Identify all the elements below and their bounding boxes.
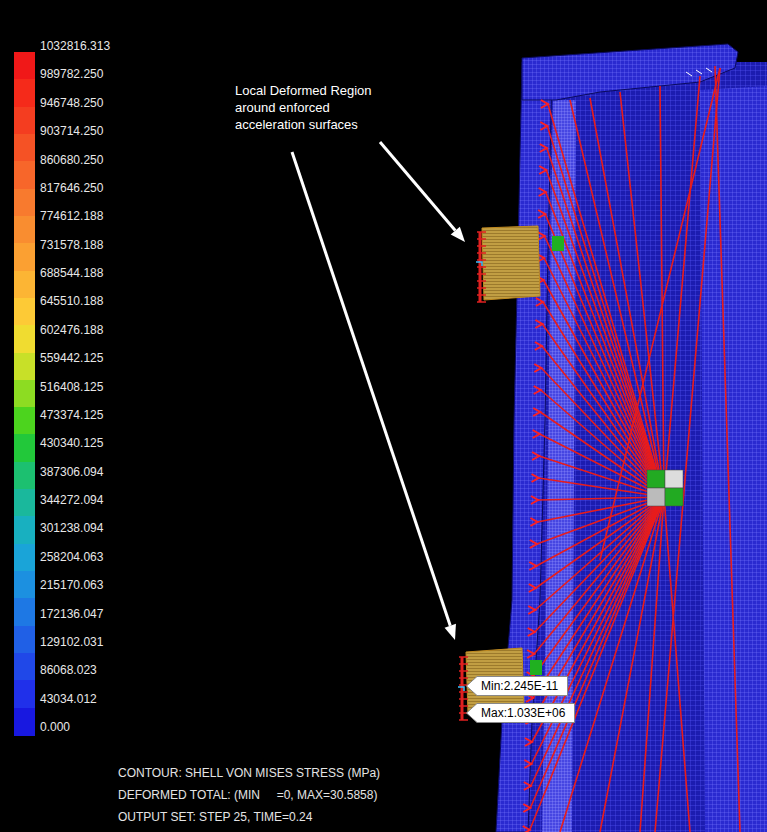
scale-value: 86068.023 xyxy=(40,663,97,677)
color-band xyxy=(14,216,35,244)
leader-arrow xyxy=(292,152,450,626)
scale-value: 1032816.313 xyxy=(40,39,110,53)
scale-value: 0.000 xyxy=(40,720,70,734)
scale-value: 387306.094 xyxy=(40,465,103,479)
green-element xyxy=(552,236,564,251)
status-line: DEFORMED TOTAL: (MIN =0, MAX=30.5858) xyxy=(118,788,377,802)
mass-cube xyxy=(647,470,683,506)
scale-value: 946748.250 xyxy=(40,96,103,110)
color-band xyxy=(14,462,35,490)
color-band xyxy=(14,243,35,271)
scale-value: 989782.250 xyxy=(40,67,103,81)
scale-value: 731578.188 xyxy=(40,238,103,252)
side-panel xyxy=(700,86,767,832)
color-band xyxy=(14,189,35,217)
value-tag: Min:2.245E-11 xyxy=(466,676,568,696)
leader-arrow xyxy=(380,142,455,231)
color-band xyxy=(14,52,35,80)
scale-value: 172136.047 xyxy=(40,607,103,621)
tag-text: Min:2.245E-11 xyxy=(466,676,565,696)
color-band xyxy=(14,271,35,299)
tag-text: Max:1.033E+06 xyxy=(466,703,572,723)
color-band xyxy=(14,489,35,517)
scale-value: 774612.188 xyxy=(40,209,103,223)
scale-value: 516408.125 xyxy=(40,380,103,394)
arrow-head xyxy=(451,227,465,242)
color-band xyxy=(14,298,35,326)
color-band xyxy=(14,407,35,435)
scale-value: 258204.063 xyxy=(40,550,103,564)
color-band xyxy=(14,107,35,135)
status-line: CONTOUR: SHELL VON MISES STRESS (MPa) xyxy=(118,766,380,780)
color-band xyxy=(14,653,35,681)
color-band xyxy=(14,680,35,708)
color-band xyxy=(14,598,35,626)
scale-value: 301238.094 xyxy=(40,521,103,535)
value-tag: Max:1.033E+06 xyxy=(466,703,575,723)
scale-value: 215170.063 xyxy=(40,578,103,592)
color-band xyxy=(14,626,35,654)
scale-value: 860680.250 xyxy=(40,153,103,167)
scale-value: 129102.031 xyxy=(40,635,103,649)
scale-value: 688544.188 xyxy=(40,266,103,280)
color-band xyxy=(14,134,35,162)
green-element xyxy=(530,660,542,675)
scale-value: 602476.188 xyxy=(40,323,103,337)
scale-value: 344272.094 xyxy=(40,493,103,507)
color-band xyxy=(14,516,35,544)
scale-value: 903714.250 xyxy=(40,124,103,138)
enforced-acceleration xyxy=(458,657,468,720)
scale-value: 430340.125 xyxy=(40,436,103,450)
color-band xyxy=(14,353,35,381)
scale-value: 559442.125 xyxy=(40,351,103,365)
enforced-acceleration xyxy=(476,232,486,302)
color-band xyxy=(14,380,35,408)
color-band xyxy=(14,544,35,572)
arrow-head xyxy=(445,624,456,640)
deformed-plate xyxy=(482,226,540,300)
constraint-marks xyxy=(686,68,712,76)
scale-value: 43034.012 xyxy=(40,692,97,706)
status-line: OUTPUT SET: STEP 25, TIME=0.24 xyxy=(118,810,312,824)
color-band xyxy=(14,434,35,462)
scale-value: 645510.188 xyxy=(40,294,103,308)
color-band xyxy=(14,161,35,189)
color-band xyxy=(14,708,35,736)
scale-value: 473374.125 xyxy=(40,408,103,422)
callout-note: Local Deformed Region around enforced ac… xyxy=(235,82,385,133)
color-band xyxy=(14,325,35,353)
color-band xyxy=(14,79,35,107)
color-band xyxy=(14,571,35,599)
scale-value: 817646.250 xyxy=(40,181,103,195)
